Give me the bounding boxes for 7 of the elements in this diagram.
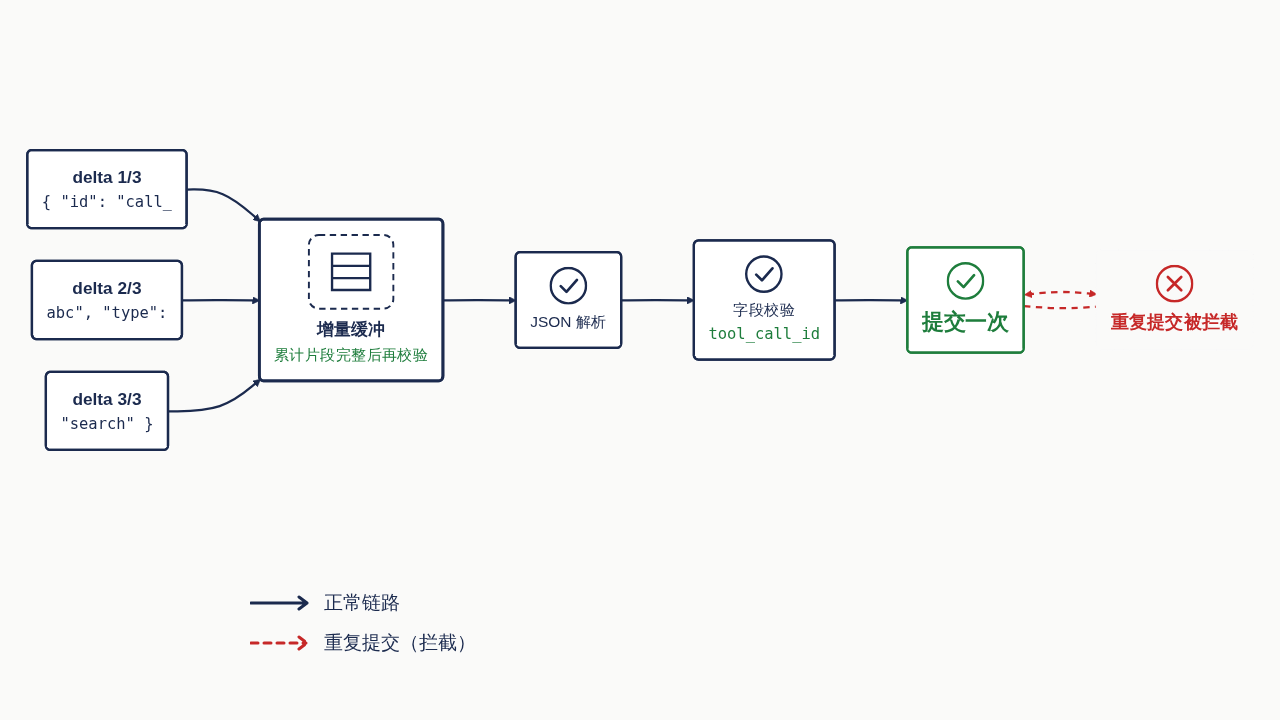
arrow [187,188,261,222]
arrow [1024,289,1098,298]
connector [1024,304,1097,310]
legend-label: 重复提交（拦截） [324,631,476,655]
arrow [168,378,261,413]
node-text: 重复提交被拦截 [1110,311,1239,332]
legend-label: 正常链路 [324,591,400,615]
